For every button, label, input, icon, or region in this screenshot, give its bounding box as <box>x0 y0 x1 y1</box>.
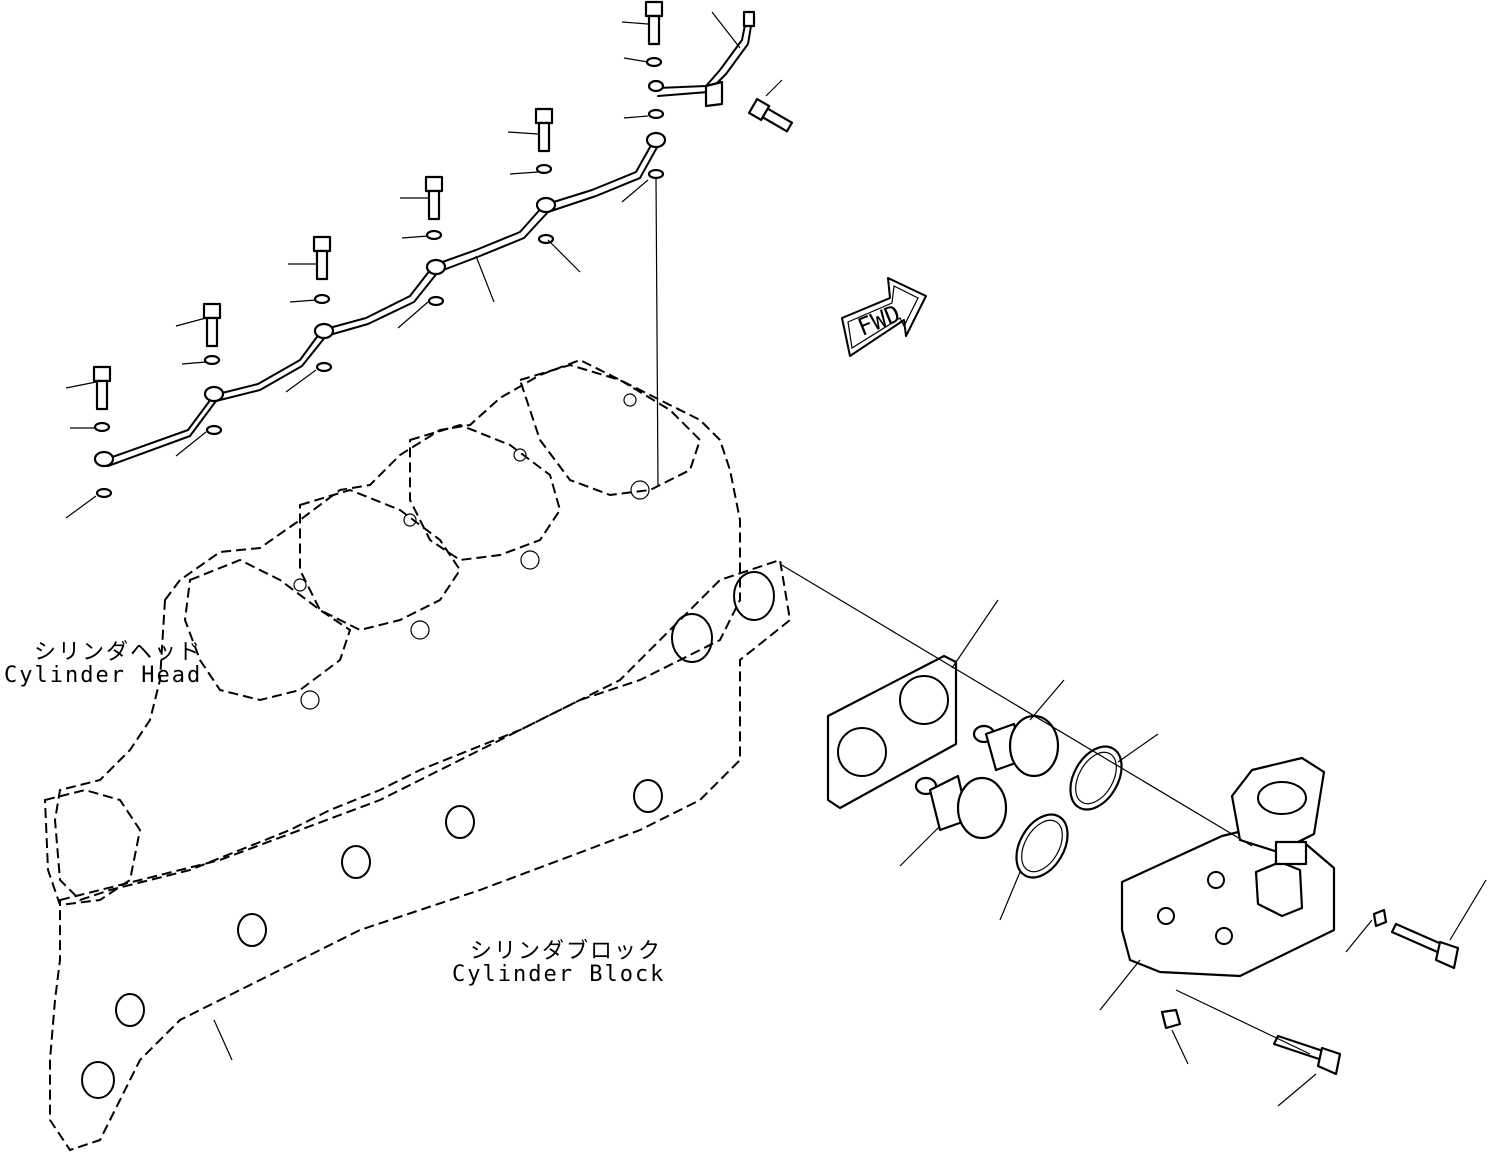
cylinder-head-label-en: Cylinder Head <box>4 663 203 688</box>
gasket <box>826 599 999 810</box>
cylinder-head <box>43 358 741 907</box>
cylinder-block-label-jp: シリンダブロック <box>470 939 663 964</box>
thermostat-housing <box>1099 756 1336 1011</box>
housing-bolts <box>1160 879 1487 1107</box>
thermostat-upper <box>972 679 1065 778</box>
cylinder-head-label-jp: シリンダヘッド <box>34 640 203 665</box>
cylinder-block-label-en: Cylinder Block <box>452 962 666 987</box>
o-rings <box>999 733 1159 921</box>
fwd-arrow-text: FWD <box>854 299 905 341</box>
thermostat-lower <box>899 774 1008 867</box>
fwd-arrow: FWD <box>841 277 927 357</box>
leader-lines-top <box>65 11 783 519</box>
alignment-lines <box>655 177 1311 1055</box>
tube-assembly <box>103 10 756 467</box>
bolt-set <box>92 0 794 499</box>
cylinder-block <box>49 558 792 1152</box>
